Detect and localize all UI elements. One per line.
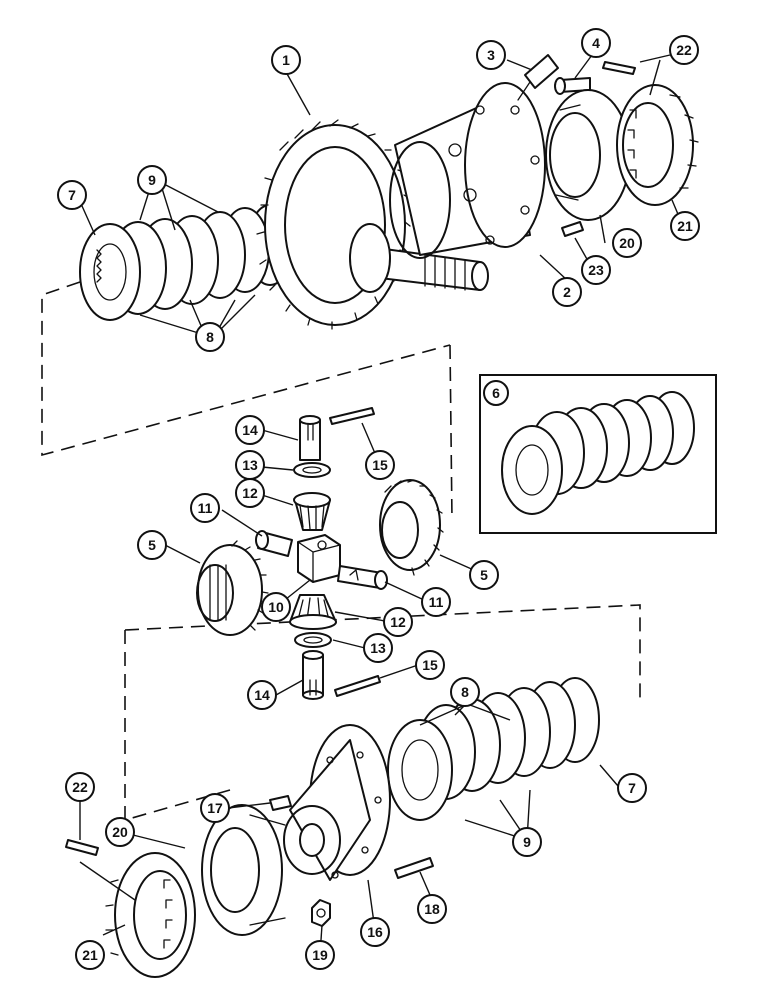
callout-19: 19	[305, 940, 335, 970]
callout-16: 16	[360, 917, 390, 947]
adjuster-nut-bottom	[105, 852, 196, 978]
callout-label: 7	[628, 780, 636, 796]
bearing-bottom	[201, 804, 286, 936]
callout-label: 9	[148, 172, 156, 188]
callout-label: 7	[68, 187, 76, 203]
callout-9-top: 9	[137, 165, 167, 195]
pinion-shaft	[349, 223, 489, 293]
spring-pin	[394, 857, 434, 879]
callout-6: 6	[483, 380, 509, 406]
callout-label: 5	[148, 537, 156, 553]
callout-14-top: 14	[235, 415, 265, 445]
callout-10: 10	[261, 592, 291, 622]
callout-label: 22	[676, 42, 692, 58]
spider-assembly	[196, 407, 444, 700]
callout-11-right: 11	[421, 587, 451, 617]
callout-12-top: 12	[235, 478, 265, 508]
callout-20-top: 20	[612, 228, 642, 258]
callout-20-bottom: 20	[105, 817, 135, 847]
callout-label: 19	[312, 947, 328, 963]
housing-cover	[283, 724, 391, 881]
callout-label: 9	[523, 834, 531, 850]
callout-3: 3	[476, 40, 506, 70]
callout-label: 18	[424, 901, 440, 917]
dowel-pin	[269, 795, 292, 811]
callout-label: 6	[492, 385, 500, 401]
callout-label: 23	[588, 262, 604, 278]
callout-2: 2	[552, 277, 582, 307]
callout-18: 18	[417, 894, 447, 924]
callout-17: 17	[200, 793, 230, 823]
callout-13-bottom: 13	[363, 633, 393, 663]
callout-label: 16	[367, 924, 383, 940]
callout-22-top: 22	[669, 35, 699, 65]
callout-1: 1	[271, 45, 301, 75]
callout-7-top: 7	[57, 180, 87, 210]
roll-pin-top	[602, 61, 636, 75]
callout-label: 22	[72, 779, 88, 795]
callout-8-bottom: 8	[450, 677, 480, 707]
callout-8-top: 8	[195, 322, 225, 352]
callout-label: 14	[254, 687, 270, 703]
callout-label: 14	[242, 422, 258, 438]
callout-23: 23	[581, 255, 611, 285]
callout-label: 20	[112, 824, 128, 840]
callout-label: 8	[461, 684, 469, 700]
roll-pin-bottom	[65, 839, 99, 856]
callout-11-left: 11	[190, 493, 220, 523]
callout-label: 13	[242, 457, 258, 473]
callout-label: 11	[429, 594, 444, 610]
callout-label: 5	[480, 567, 488, 583]
clutch-plate-stack-top	[79, 204, 293, 321]
clutch-plate-stack-bottom	[387, 677, 600, 821]
ring-gear	[256, 119, 411, 330]
callout-label: 15	[422, 657, 438, 673]
callout-15-bottom: 15	[415, 650, 445, 680]
callout-label: 4	[592, 35, 600, 51]
callout-label: 20	[619, 235, 635, 251]
adjuster-nut-top	[616, 84, 699, 206]
callout-12-bottom: 12	[383, 607, 413, 637]
dipstick-tube	[517, 54, 559, 101]
callout-label: 17	[207, 800, 223, 816]
callout-label: 21	[82, 947, 98, 963]
callout-label: 11	[198, 500, 213, 516]
callout-label: 1	[282, 52, 290, 68]
roll-pin-23	[561, 221, 584, 237]
callout-label: 12	[390, 614, 406, 630]
callout-label: 10	[268, 599, 284, 615]
callout-9-bottom: 9	[512, 827, 542, 857]
callout-21-top: 21	[670, 211, 700, 241]
callout-5-left: 5	[137, 530, 167, 560]
callout-label: 8	[206, 329, 214, 345]
callout-label: 2	[563, 284, 571, 300]
callout-label: 15	[372, 457, 388, 473]
callout-label: 13	[370, 640, 386, 656]
callout-22-bottom: 22	[65, 772, 95, 802]
differential-housing	[389, 82, 546, 259]
callout-5-right: 5	[469, 560, 499, 590]
callout-7-bottom: 7	[617, 773, 647, 803]
callout-15-top: 15	[365, 450, 395, 480]
callout-13-top: 13	[235, 450, 265, 480]
clutch-pack-inset	[479, 374, 717, 534]
callout-label: 12	[242, 485, 258, 501]
nut	[311, 899, 331, 927]
callout-14-bottom: 14	[247, 680, 277, 710]
callout-label: 3	[487, 47, 495, 63]
callout-label: 21	[677, 218, 693, 234]
callout-21-bottom: 21	[75, 940, 105, 970]
callout-4: 4	[581, 28, 611, 58]
